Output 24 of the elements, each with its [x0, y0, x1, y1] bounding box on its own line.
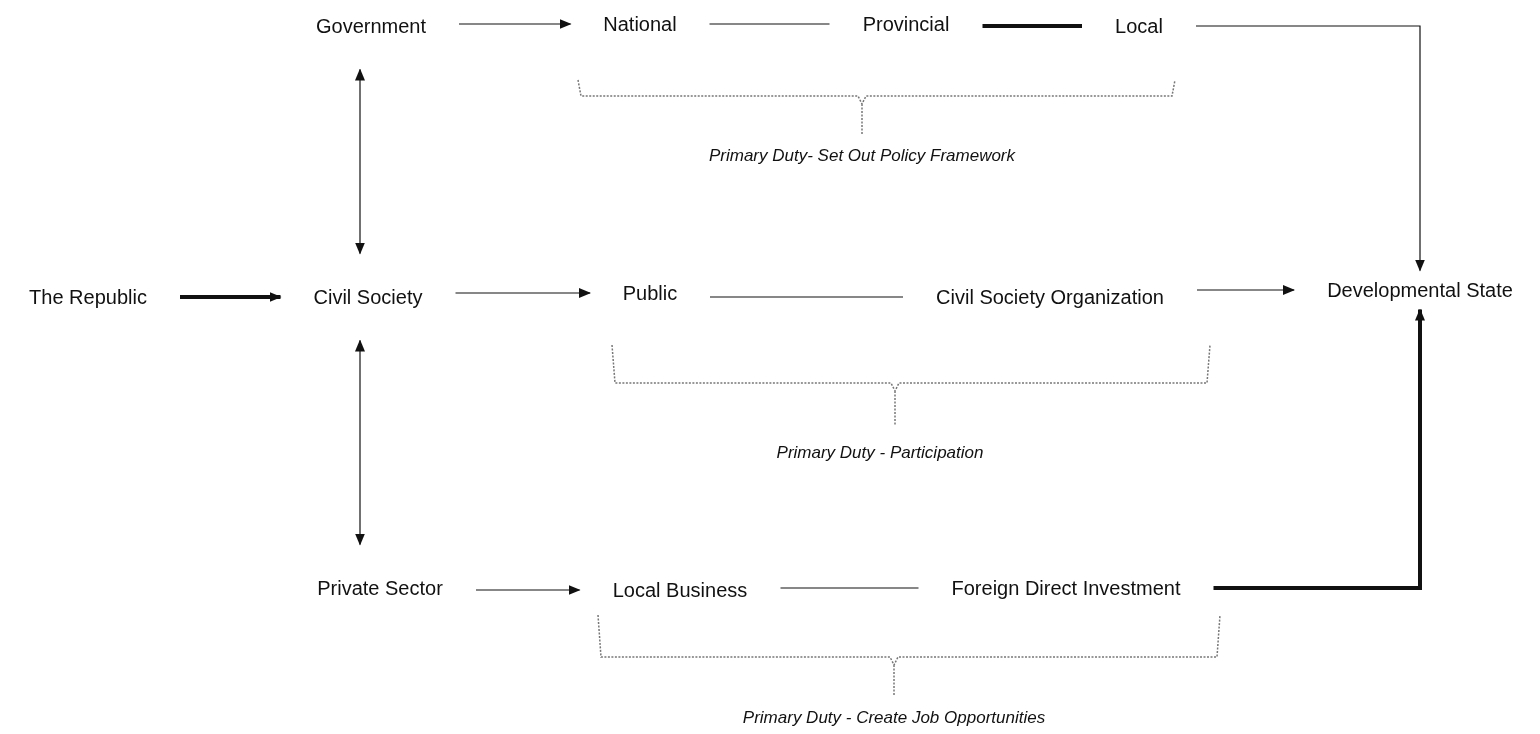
node-label: Private Sector — [314, 574, 446, 602]
arrow — [1195, 25, 1425, 272]
node-label: Provincial — [859, 10, 953, 38]
node-label: Developmental State — [1324, 276, 1516, 304]
duty-note: Primary Duty - Participation — [776, 443, 984, 463]
node-label: Local Business — [609, 576, 751, 604]
duty-note: Primary Duty - Create Job Opportunities — [742, 708, 1046, 728]
node-label: National — [600, 10, 680, 38]
node-label: Civil Society — [310, 283, 426, 311]
arrow — [475, 585, 581, 595]
node-label: Civil Society Organization — [933, 283, 1167, 311]
arrow — [458, 19, 572, 29]
node-label: Foreign Direct Investment — [948, 574, 1184, 602]
node-label: The Republic — [26, 283, 150, 311]
node-label: Local — [1112, 12, 1166, 40]
node-label: Public — [619, 279, 681, 307]
arrow — [180, 292, 282, 302]
node-label: Government — [312, 12, 430, 40]
arrow — [1196, 285, 1295, 295]
arrow — [1213, 308, 1425, 590]
duty-note: Primary Duty- Set Out Policy Framework — [708, 146, 1016, 166]
arrow — [355, 68, 365, 255]
arrow — [355, 339, 365, 546]
arrow — [454, 288, 591, 298]
